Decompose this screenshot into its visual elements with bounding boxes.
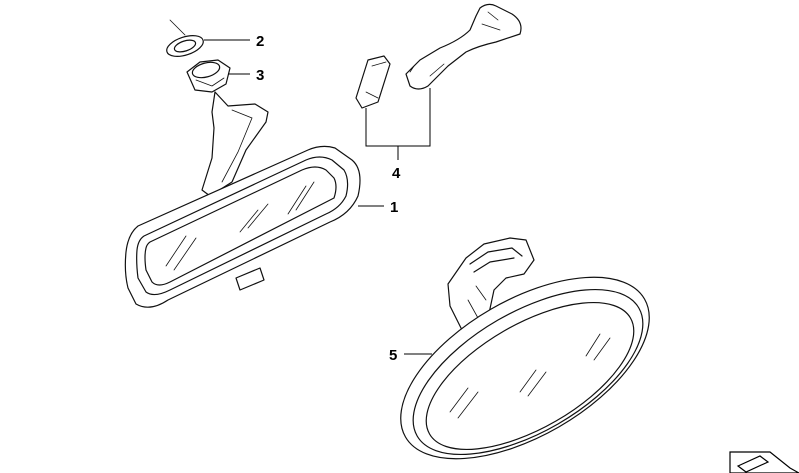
callout-1: 1 [390, 199, 398, 216]
part-4-cover-set [355, 3, 522, 160]
callout-5: 5 [389, 347, 397, 364]
part-1-interior-mirror [124, 91, 361, 308]
part-2-seal-ring [166, 19, 204, 57]
part-3-grommet [186, 59, 231, 93]
callout-2: 2 [256, 33, 264, 50]
corner-arrow-icon [729, 451, 799, 473]
callout-4: 4 [392, 165, 401, 182]
callout-3: 3 [256, 67, 264, 84]
part-5-oval-mirror [400, 237, 650, 460]
